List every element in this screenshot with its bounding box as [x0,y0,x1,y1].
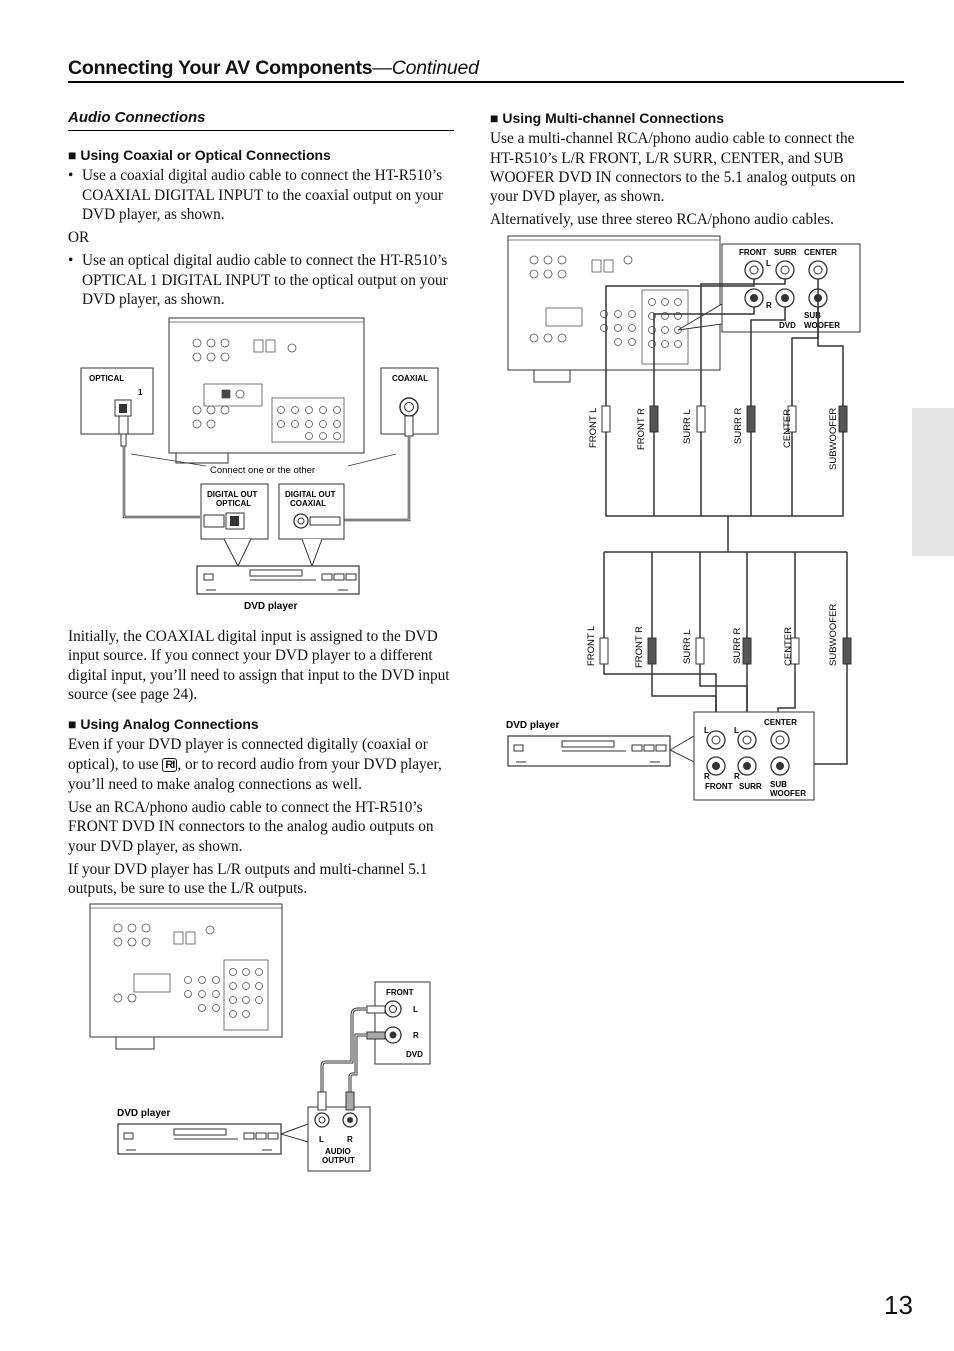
heading-coaxial-optical: ■ Using Coaxial or Optical Connections [68,147,331,163]
multi-para1: Use a multi-channel RCA/phono audio cabl… [490,130,856,206]
dvd-digital-out-optical: DIGITAL OUT OPTICAL [200,483,269,540]
label-panel-r: R [766,301,772,310]
label-panel-center: CENTER [804,248,837,257]
label-dvd-player-3: DVD player [506,720,559,731]
label-optical: OPTICAL [89,374,124,383]
left-column: Audio Connections [68,108,454,127]
cable-label-front-l-lower: FRONT L [586,626,597,666]
or-text: OR [68,229,90,247]
header-rule [68,81,904,83]
label-connect-one: Connect one or the other [210,465,315,476]
label-out-surr-r: R [734,772,740,781]
bullet-coaxial: Use a coaxial digital audio cable to con… [68,166,456,224]
section-title-audio-connections: Audio Connections [68,109,206,126]
analog-para1: Even if your DVD player is connected dig… [68,735,456,794]
dvd-digital-out-coaxial: DIGITAL OUT COAXIAL [278,483,345,540]
analog-para3: If your DVD player has L/R outputs and m… [68,861,428,898]
label-out-front: FRONT [705,782,733,791]
receiver-rear-panel-2 [89,903,283,1050]
cable-label-front-l-upper: FRONT L [588,408,599,448]
dvd-multichannel-output: CENTER L L R R FRONT SURR SUB WOOFER [693,711,815,801]
label-front-r: R [413,1031,419,1040]
label-audio: AUDIO [325,1147,351,1156]
cable-label-surr-r-upper: SURR R [733,407,744,444]
page-title-main: Connecting Your AV Components [68,57,373,79]
label-out-r: R [347,1135,353,1144]
figure-analog-connection: FRONT L R DVD L R AUDIO OUTPUT [89,903,431,1172]
cable-label-front-r-upper: FRONT R [636,408,647,450]
label-out-center: CENTER [764,718,797,727]
label-panel-woofer: WOOFER [804,321,840,330]
label-panel-l: L [766,259,771,268]
initially-paragraph: Initially, the COAXIAL digital input is … [68,628,450,703]
dvd-player-device-3 [507,735,671,767]
label-out-woofer: WOOFER [770,789,806,798]
optical-input-callout: OPTICAL 1 [80,367,154,447]
label-out-sub: SUB [770,780,787,789]
multi-channel-block: ■ Using Multi-channel Connections Use a … [490,109,882,234]
analog-para2: Use an RCA/phono audio cable to connect … [68,799,434,855]
label-panel-front: FRONT [739,248,767,257]
label-front-l: L [413,1005,418,1014]
label-output: OUTPUT [322,1156,355,1165]
label-out-front-l: L [704,726,709,735]
cable-label-surr-l-upper: SURR L [682,409,693,444]
initially-paragraph-block: Initially, the COAXIAL digital input is … [68,627,456,708]
label-digital-out-coaxial-2: COAXIAL [290,499,326,508]
analog-para1-a: Even if your DVD player is connected dig… [68,736,428,773]
section-rule [68,130,454,131]
multi-para2: Alternatively, use three stereo RCA/phon… [490,211,834,229]
cable-label-surr-l-lower: SURR L [682,629,693,664]
label-digital-out-coaxial-1: DIGITAL OUT [285,490,335,499]
page-title-continued: —Continued [372,57,479,79]
figure-multichannel-connection: FRONT SURR CENTER L R DVD SUB WOOFER [506,235,861,801]
dvd-audio-output: L R AUDIO OUTPUT [307,1091,371,1172]
label-out-l: L [319,1135,324,1144]
page-title: Connecting Your AV Components—Continued [68,57,479,80]
section-tab-marker [912,408,954,556]
heading-analog: ■ Using Analog Connections [68,716,259,732]
analog-para1-b: , or to record audio from your DVD playe… [68,755,442,793]
receiver-dvd-in-panel: FRONT SURR CENTER L R DVD SUB WOOFER [721,243,861,333]
label-out-front-r: R [704,772,710,781]
label-panel-surr: SURR [774,248,797,257]
label-dvd-player-2: DVD player [117,1108,170,1119]
label-front: FRONT [386,988,414,997]
coaxial-optical-block: ■ Using Coaxial or Optical Connections U… [68,146,456,313]
dvd-player-device [196,565,360,595]
cable-label-front-r-lower: FRONT R [634,626,645,668]
label-panel-dvd: DVD [779,321,796,330]
page-number: 13 [884,1290,913,1320]
cable-label-surr-r-lower: SURR R [732,627,743,664]
label-out-surr: SURR [739,782,762,791]
receiver-front-dvd-in: FRONT L R DVD [366,981,431,1065]
bullet-optical: Use an optical digital audio cable to co… [68,251,456,309]
cable-label-subwoofer-lower: SUBWOOFER [828,604,839,666]
label-panel-sub: SUB [804,311,821,320]
label-coaxial: COAXIAL [392,374,428,383]
receiver-rear-panel [168,317,365,464]
label-dvd-player-1: DVD player [244,601,297,612]
dvd-player-device-2 [117,1123,282,1155]
label-digital-out-optical-1: DIGITAL OUT [207,490,257,499]
cable-label-center-upper: CENTER [782,409,793,448]
cable-label-center-lower: CENTER [783,627,794,666]
receiver-rear-panel-3 [507,235,721,383]
analog-block: ■ Using Analog Connections Even if your … [68,715,456,903]
label-out-surr-l: L [734,726,739,735]
heading-multi-channel: ■ Using Multi-channel Connections [490,110,725,126]
cable-label-subwoofer-upper: SUBWOOFER [828,408,839,470]
label-dvd: DVD [406,1050,423,1059]
figure-digital-connection: OPTICAL 1 COAXIAL Connect one or the oth… [80,317,439,612]
coaxial-input-callout: COAXIAL [380,367,439,437]
label-digital-out-optical-2: OPTICAL [216,499,251,508]
ri-logo: RI [162,757,178,772]
label-optical-1: 1 [138,388,143,397]
